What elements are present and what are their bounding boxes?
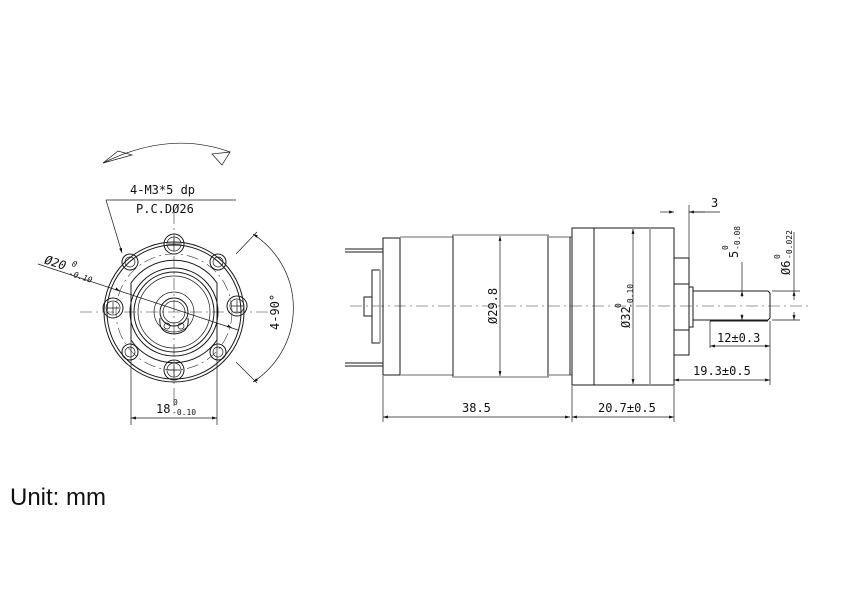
- screw-icon: [163, 233, 185, 255]
- svg-text:0: 0: [721, 245, 730, 250]
- side-view: Ø29.8 Ø32 0 -0.10 38.5 20.7±0.5 3 5 0 -0…: [345, 196, 808, 422]
- flat-length-label: 12±0.3: [717, 331, 760, 345]
- screw-icon: [226, 295, 248, 317]
- motor-length-label: 38.5: [462, 401, 491, 415]
- angle-label: 4-90°: [268, 294, 282, 330]
- svg-text:0: 0: [773, 254, 782, 259]
- svg-text:-0.10: -0.10: [172, 408, 196, 417]
- svg-text:-0.022: -0.022: [785, 230, 794, 259]
- pcd-callout-text: P.C.DØ26: [136, 202, 194, 216]
- boss-diameter-label: Ø20: [43, 253, 68, 273]
- gearbox-diameter-label: Ø32: [619, 306, 633, 328]
- front-view: 4-M3*5 dp P.C.DØ26 Ø20 0 -0.10 4-90° 18 …: [37, 142, 294, 425]
- screw-icon: [102, 297, 124, 319]
- shaft-flat-label: 5: [727, 251, 741, 258]
- svg-text:-0.10: -0.10: [626, 284, 635, 308]
- motor-diameter-label: Ø29.8: [486, 288, 500, 324]
- svg-text:0: 0: [173, 398, 178, 407]
- boss-length-label: 3: [711, 196, 718, 210]
- screw-icon: [163, 359, 185, 381]
- svg-text:0: 0: [614, 303, 623, 308]
- shaft-diameter-label: Ø6: [779, 261, 793, 275]
- rotation-arrow-icon: [102, 142, 231, 166]
- mounting-hole-icon: [121, 253, 227, 361]
- flat-width-label: 18: [156, 402, 170, 416]
- unit-label: Unit: mm: [10, 484, 106, 511]
- shaft-length-label: 19.3±0.5: [693, 364, 751, 378]
- svg-text:-0.08: -0.08: [733, 226, 742, 250]
- hole-callout-text: 4-M3*5 dp: [130, 183, 195, 197]
- svg-text:0: 0: [71, 259, 79, 269]
- svg-text:-0.10: -0.10: [68, 269, 94, 285]
- gearbox-length-label: 20.7±0.5: [598, 401, 656, 415]
